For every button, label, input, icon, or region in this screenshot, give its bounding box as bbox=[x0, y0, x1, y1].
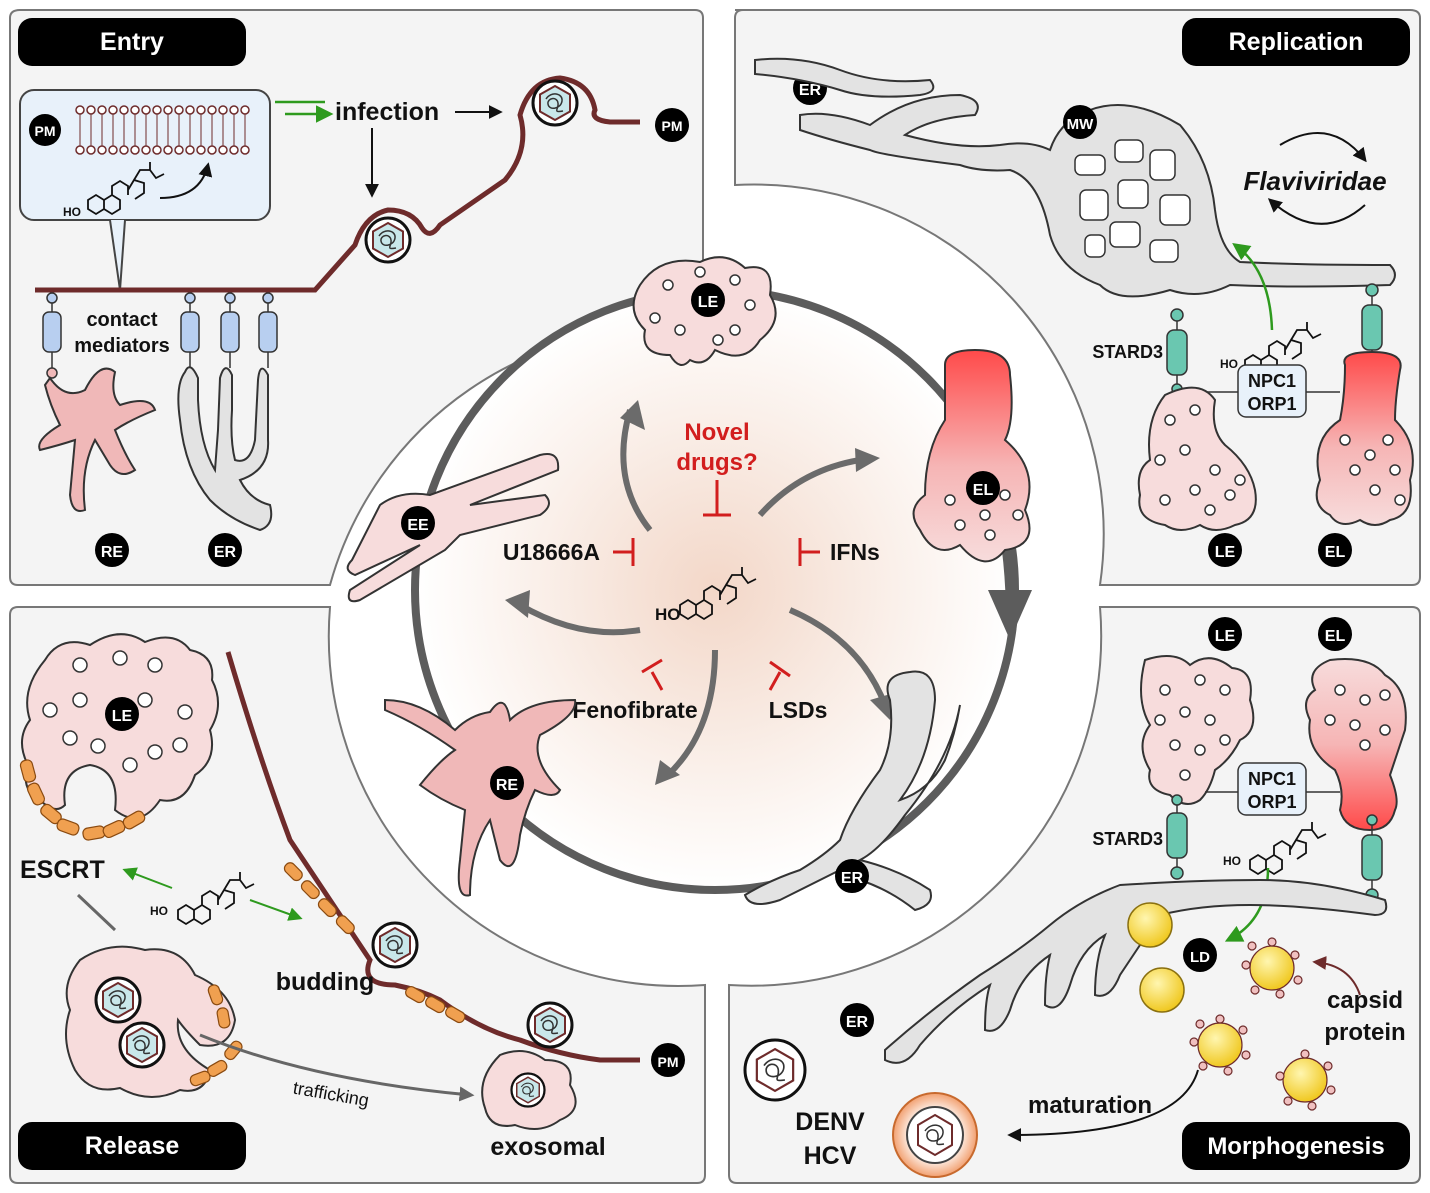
virion-icon bbox=[364, 216, 412, 264]
npc1-label-morpho: NPC1 bbox=[1248, 769, 1296, 789]
central-glow bbox=[415, 290, 1015, 890]
endolysosome-replication bbox=[1315, 350, 1414, 526]
recycling-endosome-center bbox=[384, 698, 577, 897]
virion-icon bbox=[526, 1001, 574, 1049]
stard3-label-morpho: STARD3 bbox=[1092, 829, 1163, 849]
er-tag-morpho: ER bbox=[846, 1014, 869, 1031]
release-content: Release LE ESCRT HO bbox=[18, 633, 685, 1170]
center-organelle-tags: LE EL EE RE ER bbox=[401, 283, 1000, 893]
entry-title-pill bbox=[18, 18, 246, 66]
maturation-label: maturation bbox=[1028, 1092, 1152, 1119]
orp1-label-morpho: ORP1 bbox=[1247, 792, 1296, 812]
inhibition-marks bbox=[613, 480, 820, 691]
endolysosome-center bbox=[912, 348, 1031, 563]
virion-icon bbox=[531, 79, 579, 127]
ho-label-release: HO bbox=[150, 904, 168, 918]
plasma-membrane-entry bbox=[35, 75, 640, 293]
exosomal-label: exosomal bbox=[490, 1133, 605, 1161]
budding-label: budding bbox=[276, 968, 375, 996]
pathway-arrows bbox=[518, 409, 888, 778]
virion-icon bbox=[371, 921, 419, 969]
ifns-label: IFNs bbox=[830, 539, 880, 565]
svg-text:ER: ER bbox=[841, 870, 864, 887]
novel-drugs-label-2: drugs? bbox=[676, 449, 757, 476]
le-tag-replication: LE bbox=[1215, 544, 1236, 561]
npc1-label-replication: NPC1 bbox=[1248, 371, 1296, 391]
contact-mediators bbox=[42, 292, 278, 379]
flaviviridae-label: Flaviviridae bbox=[1243, 166, 1386, 196]
tethers-morpho bbox=[1166, 791, 1383, 902]
virion-icon bbox=[118, 1021, 166, 1069]
pm-tag-entry: PM bbox=[662, 118, 683, 134]
entry-title: Entry bbox=[100, 28, 164, 56]
el-tag-replication: EL bbox=[1325, 544, 1346, 561]
virion-icon bbox=[94, 976, 142, 1024]
lsds-label: LSDs bbox=[769, 697, 828, 723]
u18666a-label: U18666A bbox=[503, 539, 600, 565]
recycling-endosome-entry bbox=[38, 367, 157, 512]
morphogenesis-content: Morphogenesis LE EL NPC1 ORP1 STARD bbox=[743, 617, 1410, 1178]
replication-content: Replication ER MW Flaviviridae HO STARD3 bbox=[754, 18, 1414, 567]
er-center bbox=[743, 670, 961, 912]
infection-label: infection bbox=[335, 98, 439, 126]
mw-tag: MW bbox=[1067, 116, 1094, 133]
pm-tag-release: PM bbox=[658, 1054, 679, 1070]
ho-label-entry: HO bbox=[63, 205, 81, 219]
release-title: Release bbox=[85, 1132, 180, 1160]
npc1-orp1-box-morpho bbox=[1237, 762, 1307, 816]
morphogenesis-title-pill bbox=[1182, 1122, 1410, 1170]
er-entry bbox=[177, 366, 273, 532]
er-tag-entry: ER bbox=[214, 544, 237, 561]
virion-icon bbox=[510, 1072, 546, 1108]
novel-drugs-label: Novel bbox=[684, 419, 749, 446]
er-tag-replication: ER bbox=[799, 82, 822, 99]
le-tag-release: LE bbox=[112, 708, 133, 725]
mature-virions bbox=[743, 1038, 978, 1178]
escrt-label: ESCRT bbox=[20, 856, 105, 884]
ho-label-morpho: HO bbox=[1223, 854, 1241, 868]
mediators-label: mediators bbox=[74, 335, 170, 357]
stard3-label-replication: STARD3 bbox=[1092, 342, 1163, 362]
ho-label-replication: HO bbox=[1220, 357, 1238, 371]
hcv-label: HCV bbox=[804, 1142, 857, 1170]
center-ho-label: HO bbox=[655, 605, 681, 624]
lipid-bilayer bbox=[75, 105, 250, 155]
le-tag-morpho: LE bbox=[1215, 628, 1236, 645]
el-tag-morpho: EL bbox=[1325, 628, 1346, 645]
central-cycle: HO Novel drugs? U18666A IFNs Fenofibrate… bbox=[346, 256, 1032, 912]
pm-zoom-box bbox=[19, 89, 271, 221]
capsid-label: capsid bbox=[1327, 987, 1403, 1014]
early-endosome bbox=[346, 453, 560, 603]
plasma-membrane-release bbox=[225, 651, 640, 1063]
entry-content: Entry PM HO infection PM bbox=[18, 18, 689, 567]
escrt-mvb bbox=[189, 984, 243, 1087]
cycle-arrowhead bbox=[988, 590, 1032, 640]
orp1-label-replication: ORP1 bbox=[1247, 394, 1296, 414]
escrt-complex bbox=[19, 759, 146, 841]
svg-text:LE: LE bbox=[698, 294, 719, 311]
escrt-membrane bbox=[283, 862, 466, 1024]
svg-text:EE: EE bbox=[407, 517, 429, 534]
membranous-web-vesicles bbox=[1074, 139, 1191, 263]
replication-title-pill bbox=[1182, 18, 1410, 66]
lipid-droplets bbox=[1127, 902, 1185, 1013]
morphogenesis-title: Morphogenesis bbox=[1207, 1133, 1384, 1160]
fenofibrate-label: Fenofibrate bbox=[572, 697, 697, 723]
ld-tag: LD bbox=[1190, 949, 1210, 966]
protein-label: protein bbox=[1324, 1019, 1405, 1046]
release-title-pill bbox=[18, 1122, 246, 1170]
capsid-coated-droplets bbox=[1189, 937, 1336, 1111]
svg-text:RE: RE bbox=[496, 777, 519, 794]
contact-label: contact bbox=[86, 309, 157, 331]
re-tag-entry: RE bbox=[101, 544, 124, 561]
svg-text:EL: EL bbox=[973, 482, 994, 499]
replication-title: Replication bbox=[1229, 28, 1364, 56]
denv-label: DENV bbox=[795, 1108, 865, 1136]
endolysosome-morpho bbox=[1305, 658, 1407, 832]
npc1-orp1-box-replication bbox=[1237, 364, 1307, 418]
pm-tag-box: PM bbox=[35, 123, 56, 139]
